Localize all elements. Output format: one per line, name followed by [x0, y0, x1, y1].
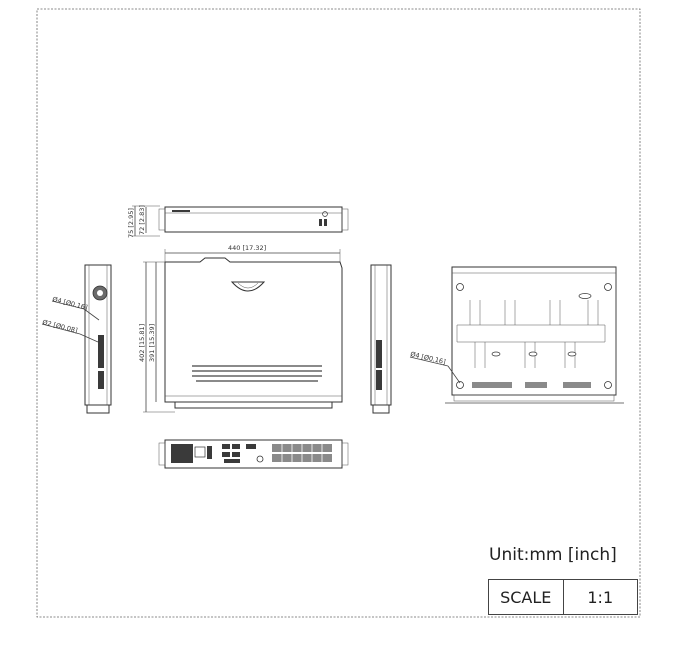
- dim-height-body: 72 [2.83]: [138, 205, 146, 235]
- dim-hole-bottom: Ø4 [Ø0.16]: [410, 350, 447, 366]
- dim-depth-total: 402 [15.81]: [138, 324, 146, 362]
- drawing-frame: [36, 8, 641, 618]
- scale-label: SCALE: [488, 579, 564, 615]
- right-side-view: [370, 264, 392, 414]
- plan-view-vents: [192, 365, 322, 382]
- left-side-view: Ø4 [Ø0.16] Ø2 [Ø0.08]: [42, 264, 112, 414]
- dim-hole-large: Ø4 [Ø0.16]: [52, 295, 89, 311]
- dim-hole-small: Ø2 [Ø0.08]: [42, 318, 79, 334]
- scale-table: SCALE 1:1: [488, 579, 638, 615]
- plan-view: 440 [17.32] 402 [15.81] 391 [15.39]: [138, 244, 343, 413]
- top-view: 75 [2.95] 72 [2.83]: [127, 205, 349, 238]
- scale-value: 1:1: [562, 579, 638, 615]
- dim-depth-body: 391 [15.39]: [148, 324, 156, 362]
- dim-width: 440 [17.32]: [228, 244, 266, 252]
- bottom-view: Ø4 [Ø0.16]: [410, 266, 624, 404]
- rear-panel-view: [158, 439, 349, 469]
- dim-height-total: 75 [2.95]: [127, 208, 135, 238]
- unit-label: Unit:mm [inch]: [489, 545, 617, 565]
